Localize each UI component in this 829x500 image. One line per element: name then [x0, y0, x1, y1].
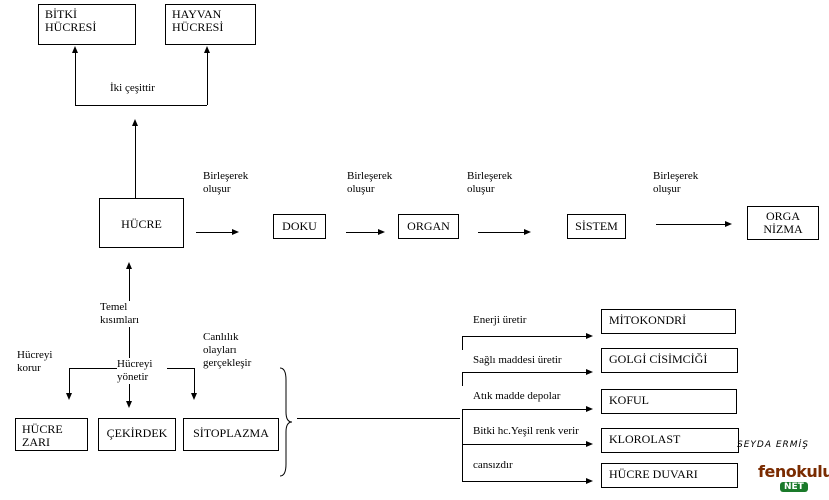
sistem-box: SİSTEM [567, 214, 626, 239]
branch-kloroplast-v [462, 419, 463, 444]
hucre-duvari-text: HÜCRE DUVARI [609, 467, 698, 481]
cekirdek-text: ÇEKİRDEK [106, 426, 168, 440]
author-signature: SEYDA ERMİŞ [737, 440, 809, 450]
connector-to-zar [69, 368, 70, 393]
doku-text: DOKU [282, 219, 317, 233]
birleserek-label-4: Birleşerek oluşur [653, 170, 699, 195]
arrow-down-zar [66, 393, 72, 400]
hayvan-hucresi-box: HAYVAN HÜCRESİ [165, 4, 256, 45]
hucre-zari-text: HÜCRE ZARI [22, 422, 63, 449]
bitki-yesil-label: Bitki hc.Yeşil renk verir [473, 425, 579, 437]
branch-mitokondri-v [462, 336, 463, 350]
arrowhead-hucre-duvari [586, 478, 593, 484]
bitki-hucresi-box: BİTKİ HÜCRESİ [38, 4, 136, 45]
arrow-up-hucre [126, 262, 132, 269]
hayvan-hucresi-text: HAYVAN HÜCRESİ [172, 7, 224, 34]
organizma-box: ORGANİZMA [747, 206, 819, 240]
fenokulu-logo: fenokulu NET [758, 462, 829, 498]
iki-cesittir-label: İki çeşittir [110, 82, 155, 94]
hucre-duvari-box: HÜCRE DUVARI [601, 463, 738, 488]
sitoplazma-text: SİTOPLAZMA [193, 426, 269, 440]
organizma-text: ORGANİZMA [763, 209, 803, 236]
arrowhead-mitokondri [586, 333, 593, 339]
arrowhead-golgi [586, 369, 593, 375]
koful-box: KOFUL [601, 389, 737, 414]
branch-kloroplast [462, 444, 586, 445]
hucre-zari-box: HÜCRE ZARI [15, 418, 88, 451]
sistem-text: SİSTEM [575, 219, 618, 233]
arrowhead-organ-sistem [524, 229, 531, 235]
birleserek-label-2: Birleşerek oluşur [347, 170, 393, 195]
organ-text: ORGAN [407, 219, 450, 233]
hucreyi-yonetir-label: Hücreyi yönetir [117, 358, 167, 384]
branch-koful-v [462, 409, 463, 419]
arrow-organ-sistem [478, 232, 524, 233]
arrow-down-sitoplazma [191, 393, 197, 400]
arrowhead-sistem-organizma [725, 221, 732, 227]
mitokondri-text: MİTOKONDRİ [609, 313, 687, 327]
branch-hucre-duvari-v [462, 444, 463, 481]
arrow-doku-organ [346, 232, 378, 233]
cansizdir-label: cansızdır [473, 459, 513, 471]
arrow-up-types [132, 119, 138, 126]
hucreyi-korur-label: Hücreyi korur [17, 349, 53, 374]
hucre-box: HÜCRE [99, 198, 184, 248]
arrowhead-hucre-doku [232, 229, 239, 235]
birleserek-label-1: Birleşerek oluşur [203, 170, 249, 195]
hucre-text: HÜCRE [121, 217, 162, 231]
bitki-hucresi-text: BİTKİ HÜCRESİ [45, 7, 97, 34]
connector-types-horizontal [75, 105, 207, 106]
mitokondri-box: MİTOKONDRİ [601, 309, 736, 334]
koful-text: KOFUL [609, 393, 650, 407]
branch-hucre-duvari [462, 481, 586, 482]
kloroplast-box: KLOROLAST [601, 428, 739, 453]
logo-text: fenokulu [758, 462, 829, 481]
cekirdek-box: ÇEKİRDEK [98, 418, 176, 451]
branch-mitokondri [462, 336, 586, 337]
arrow-down-cekirdek [126, 401, 132, 408]
sitoplazma-box: SİTOPLAZMA [183, 418, 279, 451]
arrowhead-koful [586, 406, 593, 412]
arrow-hucre-doku [196, 232, 232, 233]
golgi-box: GOLGİ CİSİMCİĞİ [601, 348, 738, 373]
connector-types-left [75, 52, 76, 105]
connector-to-sitoplazma [194, 368, 195, 393]
arrow-up-hayvan [204, 46, 210, 53]
doku-box: DOKU [273, 214, 326, 239]
kloroplast-text: KLOROLAST [609, 432, 681, 446]
branch-koful [462, 409, 586, 410]
arrowhead-kloroplast [586, 441, 593, 447]
logo-net-badge: NET [780, 482, 808, 492]
connector-types-right [207, 52, 208, 105]
branch-golgi [462, 372, 586, 373]
organelle-brace [279, 367, 293, 477]
enerji-label: Enerji üretir [473, 314, 527, 326]
arrow-up-bitki [72, 46, 78, 53]
branch-golgi-v [462, 372, 463, 386]
atik-label: Atık madde depolar [473, 390, 561, 402]
organ-box: ORGAN [398, 214, 459, 239]
salgi-label: Sağlı maddesi üretir [473, 354, 562, 366]
connector-to-cekirdek [129, 368, 130, 401]
connector-to-organelles [297, 418, 460, 419]
arrow-sistem-organizma [656, 224, 725, 225]
arrowhead-doku-organ [378, 229, 385, 235]
connector-up-to-types [135, 125, 136, 198]
birleserek-label-3: Birleşerek oluşur [467, 170, 513, 195]
temel-kisimlari-label: Temel kısımları [100, 301, 150, 327]
golgi-text: GOLGİ CİSİMCİĞİ [609, 352, 708, 366]
canlilik-label: Canlılık olayları gerçekleşir [203, 331, 252, 369]
